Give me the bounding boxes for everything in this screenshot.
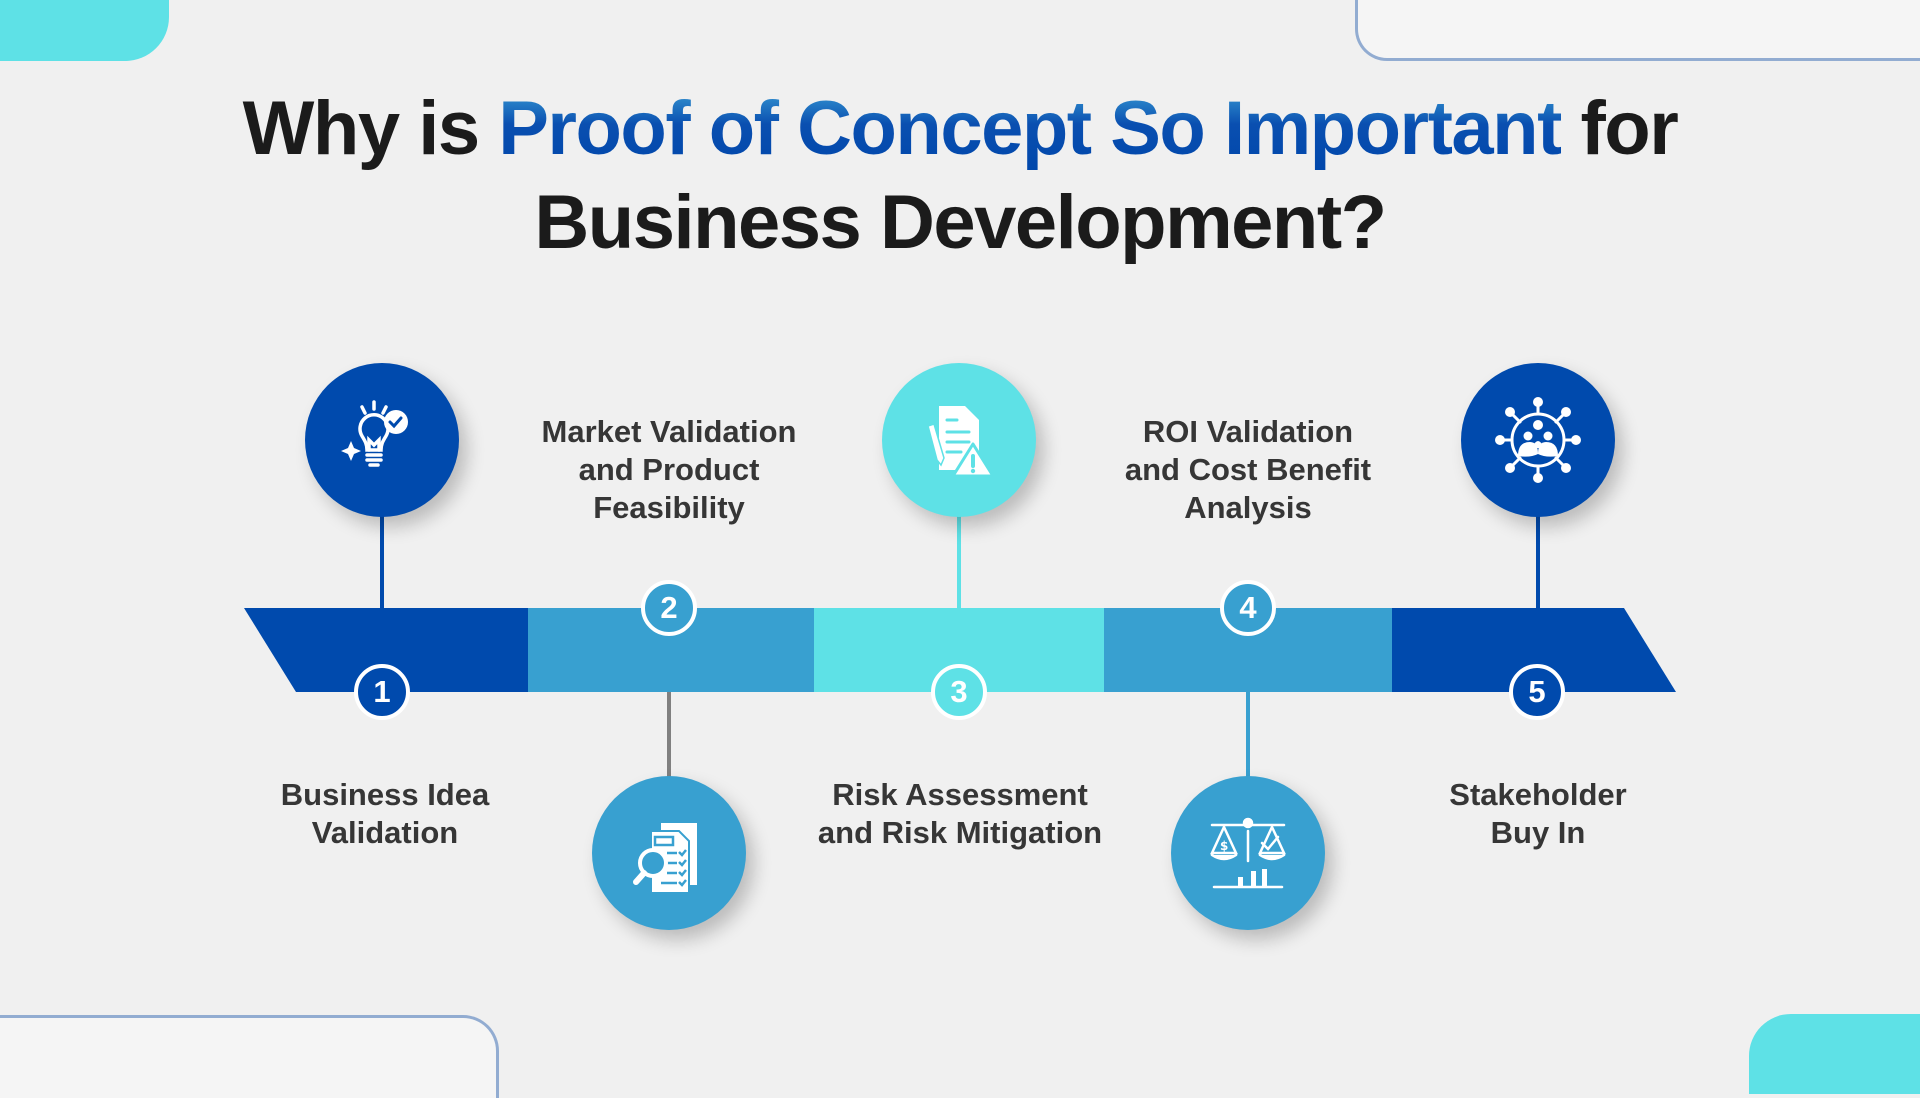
step-5-number-badge: 5 bbox=[1509, 664, 1565, 720]
step-5-icon-circle bbox=[1461, 363, 1615, 517]
step-1-icon-circle bbox=[305, 363, 459, 517]
title-line-2: Business Development? bbox=[534, 180, 1387, 265]
lightbulb-check-icon bbox=[341, 400, 408, 467]
step-4-label: ROI Validation and Cost Benefit Analysis bbox=[1124, 414, 1372, 525]
corner-decoration-bottom-left bbox=[0, 1015, 499, 1098]
connector-line-2 bbox=[667, 692, 671, 778]
stakeholder-network-icon bbox=[1495, 397, 1581, 483]
connector-line-1 bbox=[380, 515, 384, 610]
connector-line-3 bbox=[957, 515, 961, 610]
title-prefix: Why is bbox=[242, 86, 499, 171]
step-4-number-badge: 4 bbox=[1220, 580, 1276, 636]
title-suffix: for bbox=[1560, 86, 1678, 171]
step-1-number-badge: 1 bbox=[354, 664, 410, 720]
step-5-label: Stakeholder Buy In bbox=[1449, 777, 1627, 850]
corner-decoration-bottom-right bbox=[1749, 1014, 1920, 1094]
step-3-number-badge: 3 bbox=[931, 664, 987, 720]
corner-decoration-top-right bbox=[1355, 0, 1920, 61]
svg-text:$: $ bbox=[1220, 839, 1228, 853]
step-1-label: Business Idea Validation bbox=[280, 777, 490, 850]
step-4-icon-circle: $ bbox=[1171, 776, 1325, 930]
connector-line-5 bbox=[1536, 515, 1540, 610]
corner-decoration-top-left bbox=[0, 0, 169, 61]
document-search-icon bbox=[633, 823, 697, 894]
step-2-number-badge: 2 bbox=[641, 580, 697, 636]
title-line-1: Why is Proof of Concept So Important for bbox=[0, 82, 1920, 176]
title-highlight: Proof of Concept So Important bbox=[498, 86, 1562, 171]
step-3-label: Risk Assessment and Risk Mitigation bbox=[817, 777, 1103, 850]
page-title: Why is Proof of Concept So Important for… bbox=[0, 82, 1920, 270]
document-warning-icon bbox=[927, 406, 995, 478]
step-2-icon-circle bbox=[592, 776, 746, 930]
balance-scale-chart-icon: $ bbox=[1210, 817, 1286, 889]
step-2-label: Market Validation and Product Feasibilit… bbox=[541, 414, 797, 525]
connector-line-4 bbox=[1246, 692, 1250, 778]
step-3-icon-circle bbox=[882, 363, 1036, 517]
